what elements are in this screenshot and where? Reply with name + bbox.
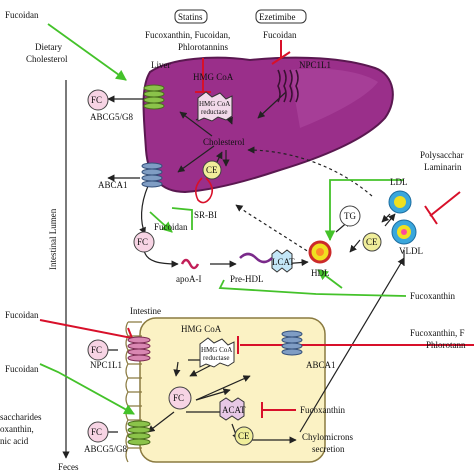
fc-circle-intestine-bottom [87, 421, 109, 443]
apoa1-shape [180, 258, 200, 270]
label-cholesterol: Cholesterol [203, 137, 245, 147]
label-npc1l1-liver: NPC1L1 [299, 60, 331, 70]
label-saccharides: saccharides [0, 412, 42, 422]
label-tg: TG [344, 211, 356, 221]
label-feces: Feces [58, 462, 79, 472]
srb1-receptor [194, 177, 214, 204]
liver-lobe-shading [290, 68, 378, 128]
label-reductase-liver-1: HMG CoA [199, 100, 230, 108]
label-liver: Liver [151, 60, 171, 70]
label-intestine: Intestine [130, 306, 161, 316]
label-hmgcoa-liver: HMG CoA [193, 72, 234, 82]
ce-circle-mid [362, 232, 382, 252]
label-fc-int-left: FC [91, 345, 102, 355]
hmgcoa-reductase-intestine [199, 337, 235, 368]
label-reductase-int-2: reductase [203, 354, 229, 362]
label-fc-int-center: FC [173, 393, 184, 403]
npc1l1-intestine-transporter [127, 336, 151, 362]
label-fc-mid: FC [137, 237, 148, 247]
label-fucoidan-top-right: Fucoidan [263, 30, 297, 40]
fc-circle-liver [87, 89, 109, 111]
label-ce-liver: CE [206, 165, 218, 175]
label-dietary-2: Cholesterol [26, 54, 68, 64]
ce-circle-liver [202, 160, 222, 180]
label-srb1: SR-BI [194, 210, 217, 220]
label-fucoxanthin-mid: Fucoxanthin [410, 291, 455, 301]
label-statins: Statins [178, 12, 203, 22]
green-arrows [39, 23, 407, 415]
fc-circle-intestine-left [87, 339, 109, 361]
label-vldl: VLDL [399, 246, 423, 256]
label-ezetimibe: Ezetimibe [259, 12, 295, 22]
label-statin-like: Fucoxanthin, Fucoidan, [145, 30, 230, 40]
hdl-particle [308, 240, 332, 264]
label-fucoidan-mid: Fucoidan [154, 222, 188, 232]
abca1-liver-transporter [141, 162, 163, 188]
label-polysacch-1: Polysacchar [420, 150, 463, 160]
prehdl-shape [239, 252, 273, 264]
label-hmgcoa-int: HMG CoA [181, 324, 222, 334]
label-abca1-int: ABCA1 [306, 360, 336, 370]
vldl-particle [391, 219, 417, 245]
label-fucoidan-left-1: Fucoidan [5, 310, 39, 320]
label-chylo-1: Chylomicrons [302, 432, 353, 442]
label-ce-int: CE [238, 431, 250, 441]
label-fc-int-bottom: FC [91, 427, 102, 437]
label-fucoxanthin-int: Fucoxanthin [300, 405, 345, 415]
abcg5g8-intestine-transporter [127, 420, 151, 446]
label-npc1l1-int: NPC1L1 [90, 360, 122, 370]
label-ldl: LDL [390, 177, 408, 187]
label-polysacch-2: Laminarin [424, 162, 462, 172]
acat-enzyme [219, 397, 245, 421]
tg-circle [339, 205, 361, 227]
label-reductase-liver-2: reductase [201, 108, 227, 116]
label-intestinal-lumen: Intestinal Lumen [48, 208, 58, 270]
hmgcoa-reductase-liver [197, 91, 233, 122]
label-xanthin: oxanthin, [0, 424, 34, 434]
label-acid: nic acid [0, 436, 29, 446]
label-abcg5g8-liver: ABCG5/G8 [90, 112, 134, 122]
label-reductase-int-1: HMG CoA [201, 346, 232, 354]
label-dietary-1: Dietary [35, 42, 62, 52]
label-fuco-right-1: Fucoxanthin, F [410, 328, 465, 338]
label-abca1-liver: ABCA1 [98, 180, 128, 190]
label-fc-liver: FC [91, 95, 102, 105]
label-hdl: HDL [311, 268, 330, 278]
npc1l1-liver-transporter [277, 69, 299, 103]
ce-circle-intestine [234, 426, 254, 446]
label-statin-like-2: Phlorotannins [178, 42, 228, 52]
label-acat: ACAT [222, 405, 246, 415]
label-fuco-right-2: Phlorotann [426, 340, 466, 350]
label-fucoidan-top-left: Fucoidan [5, 10, 39, 20]
label-lcat: LCAT [272, 257, 295, 267]
ezetimibe-box [255, 9, 307, 24]
label-chylo-2: secretion [312, 444, 345, 454]
lcat-enzyme [271, 249, 293, 273]
statins-box [174, 9, 208, 24]
fc-circle-mid [133, 231, 155, 253]
label-apoa1: apoA-I [176, 274, 202, 284]
label-ce-mid: CE [366, 237, 378, 247]
abca1-intestine-transporter [281, 330, 303, 356]
label-abcg5g8-int: ABCG5/G8 [84, 444, 128, 454]
abcg5g8-liver-transporter [143, 84, 165, 110]
label-prehdl: Pre-HDL [230, 274, 264, 284]
red-inhibitions [39, 40, 474, 418]
fc-circle-intestine-center [168, 386, 192, 410]
label-fucoidan-left-2: Fucoidan [5, 364, 39, 374]
ldl-particle [388, 190, 412, 214]
